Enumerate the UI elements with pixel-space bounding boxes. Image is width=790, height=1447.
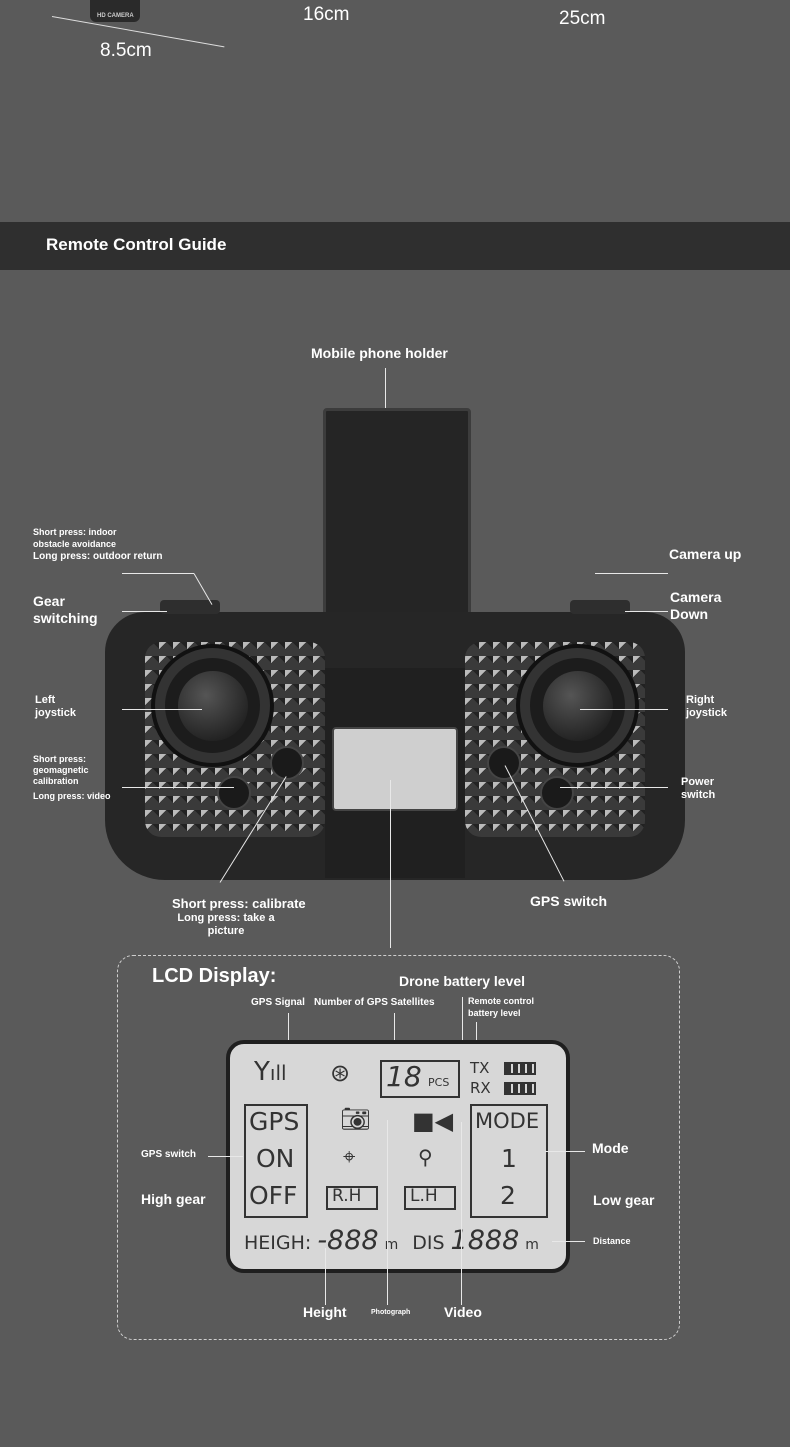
right-shoulder — [570, 600, 630, 614]
satellite-count: 18 — [386, 1060, 422, 1093]
mode-box — [470, 1104, 548, 1218]
tx-label: TX — [470, 1059, 490, 1077]
distance-unit: m — [525, 1237, 539, 1253]
leader-gear — [122, 611, 167, 612]
mode-1: 1 — [501, 1144, 517, 1173]
leader-gps-signal — [288, 1013, 289, 1055]
rx-label: RX — [470, 1079, 491, 1097]
label-gps-switch-lcd: GPS switch — [141, 1149, 197, 1160]
dimension-25cm: 25cm — [559, 8, 606, 29]
leader-video — [461, 1122, 462, 1305]
location-icon: ⚲ — [418, 1145, 433, 1169]
section-title: Remote Control Guide — [46, 235, 227, 254]
leader-power — [560, 787, 668, 788]
label-camera-down: Camera Down — [670, 589, 722, 622]
signal-icon: Yıll — [254, 1057, 287, 1087]
lcd-section-frame — [117, 955, 680, 1340]
left-shoulder — [160, 600, 220, 614]
leader-camera-down — [625, 611, 668, 612]
label-gps-switch: GPS switch — [530, 893, 608, 909]
label-calibrate-long: Long press: take a picture — [177, 912, 275, 938]
label-low-gear: Low gear — [593, 1192, 655, 1208]
label-gear-switching: Gear switching — [33, 593, 98, 626]
gps-label: GPS — [249, 1107, 300, 1136]
label-geo-long: Long press: video — [33, 791, 111, 801]
leader-gps-switch-lcd — [208, 1156, 243, 1157]
video-icon: ■◀ — [412, 1107, 454, 1135]
rh-label: R.H — [332, 1186, 362, 1206]
label-indoor-short: Short press: indoor — [33, 527, 117, 537]
section-header: Remote Control Guide — [0, 222, 790, 270]
gps-box — [244, 1104, 308, 1218]
mode-label: MODE — [475, 1109, 540, 1133]
gps-switch-button[interactable] — [487, 746, 521, 780]
leader-geo — [122, 787, 234, 788]
label-left-joystick: Left joystick — [35, 694, 76, 720]
gps-off: OFF — [249, 1181, 298, 1210]
drone-camera-partial — [90, 0, 140, 22]
camera-label: HD CAMERA — [97, 13, 134, 19]
left-joystick-knob[interactable] — [178, 671, 248, 741]
label-gps-signal: GPS Signal — [251, 997, 305, 1008]
label-height: Height — [303, 1304, 347, 1320]
right-joystick[interactable] — [520, 648, 635, 763]
label-mode: Mode — [592, 1140, 629, 1156]
lh-box — [404, 1186, 456, 1210]
distance-label: DIS — [412, 1232, 445, 1254]
mini-lcd — [332, 727, 458, 811]
lcd-section-title: LCD Display: — [152, 965, 277, 987]
leader-return — [122, 573, 194, 574]
dimension-16cm: 16cm — [303, 4, 350, 25]
label-right-joystick: Right joystick — [686, 694, 727, 720]
leader-camera-up — [595, 573, 668, 574]
leader-satellites — [394, 1013, 395, 1058]
power-button[interactable] — [540, 776, 574, 810]
gps-on: ON — [256, 1144, 295, 1173]
lcd-screen: Yıll ⊛ 18 PCS TX RX GPS ON OFF 📷︎ ■◀ ⌖ ⚲… — [226, 1040, 570, 1273]
leader-mode — [545, 1151, 585, 1152]
lcd-bottom-row: HEIGH: -888 m DIS 1888 m — [244, 1226, 560, 1256]
leader-lcd — [390, 780, 391, 948]
leader-distance — [552, 1241, 585, 1242]
calibrate-button[interactable] — [270, 746, 304, 780]
leader-photograph — [387, 1120, 388, 1305]
pcs-label: PCS — [428, 1076, 450, 1089]
label-video: Video — [444, 1304, 482, 1320]
geomagnetic-video-button[interactable] — [217, 776, 251, 810]
camera-icon: 📷︎ — [340, 1105, 371, 1133]
mode-2: 2 — [500, 1181, 516, 1210]
height-label: HEIGH: — [244, 1232, 312, 1254]
leader-left-joystick — [122, 709, 202, 710]
label-camera-up: Camera up — [669, 546, 742, 562]
tx-battery-icon — [504, 1062, 536, 1075]
label-outdoor-long: Long press: outdoor return — [33, 551, 163, 562]
label-phone-holder: Mobile phone holder — [311, 345, 448, 361]
lh-label: L.H — [410, 1186, 438, 1206]
satellite-box — [380, 1060, 460, 1098]
leader-height — [325, 1248, 326, 1305]
label-high-gear: High gear — [141, 1191, 206, 1207]
label-indoor-short2: obstacle avoidance — [33, 539, 117, 549]
label-rc-battery: Remote control battery level — [468, 996, 535, 1018]
label-drone-battery: Drone battery level — [399, 973, 526, 989]
dimension-8-5cm: 8.5cm — [100, 40, 152, 61]
label-photograph: Photograph — [371, 1309, 411, 1316]
label-geo-short: Short press: geomagnetic calibration — [33, 754, 89, 786]
label-num-satellites: Number of GPS Satellites — [314, 997, 435, 1008]
height-unit: m — [384, 1237, 399, 1253]
drone-status-icon: ⊛ — [330, 1059, 351, 1087]
rx-battery-icon — [504, 1082, 536, 1095]
label-calibrate-short: Short press: calibrate — [172, 896, 306, 911]
height-value: -888 — [317, 1225, 379, 1256]
label-power-switch: Power switch — [681, 776, 716, 802]
leader-right-joystick — [580, 709, 668, 710]
right-joystick-knob[interactable] — [543, 671, 613, 741]
rh-box — [326, 1186, 378, 1210]
crosshair-icon: ⌖ — [343, 1145, 356, 1170]
label-distance: Distance — [593, 1236, 631, 1246]
